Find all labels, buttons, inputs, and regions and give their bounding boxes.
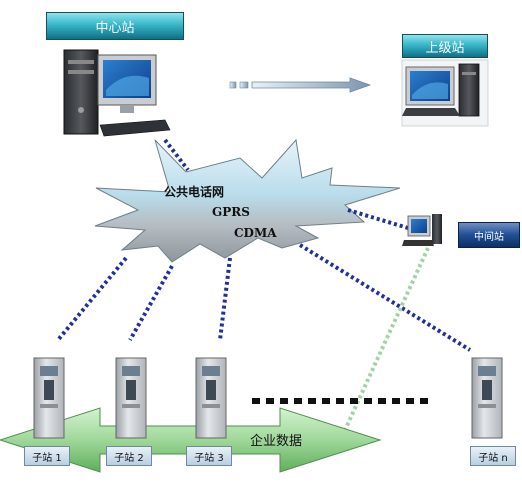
intermediate-computer-icon [402, 214, 442, 246]
network-label-cdma: CDMA [234, 226, 277, 240]
enterprise-data-label: 企业数据 [250, 434, 303, 449]
flow-arrow [229, 77, 372, 93]
upper-computer-icon [401, 59, 489, 127]
substation-label-3: 子站 3 [186, 446, 232, 466]
substation-cabinet-icon [471, 357, 503, 439]
substation-cabinet-icon [195, 357, 227, 439]
upper-station-label: 上级站 [402, 34, 488, 58]
link-substation-1 [56, 256, 128, 342]
link-substation-n [298, 243, 472, 352]
substation-label-n: 子站 n [470, 446, 516, 466]
network-cloud [94, 138, 401, 263]
intermediate-station-label: 中间站 [458, 222, 520, 248]
enterprise-data-arrow [0, 407, 382, 473]
central-station-label: 中心站 [46, 12, 184, 40]
central-computer-icon [63, 49, 171, 137]
link-substation-2 [128, 265, 174, 341]
substation-cabinet-icon [115, 357, 147, 439]
substation-label-1: 子站 1 [24, 446, 70, 466]
network-label-gprs: GPRS [212, 205, 250, 219]
link-central [163, 138, 190, 172]
link-substation-3 [218, 257, 232, 341]
substation-label-2: 子站 2 [106, 446, 152, 466]
links [56, 138, 472, 352]
network-label-pstn: 公共电话网 [164, 185, 225, 199]
substation-cabinet-icon [33, 357, 65, 439]
link-intermediate [347, 208, 409, 230]
